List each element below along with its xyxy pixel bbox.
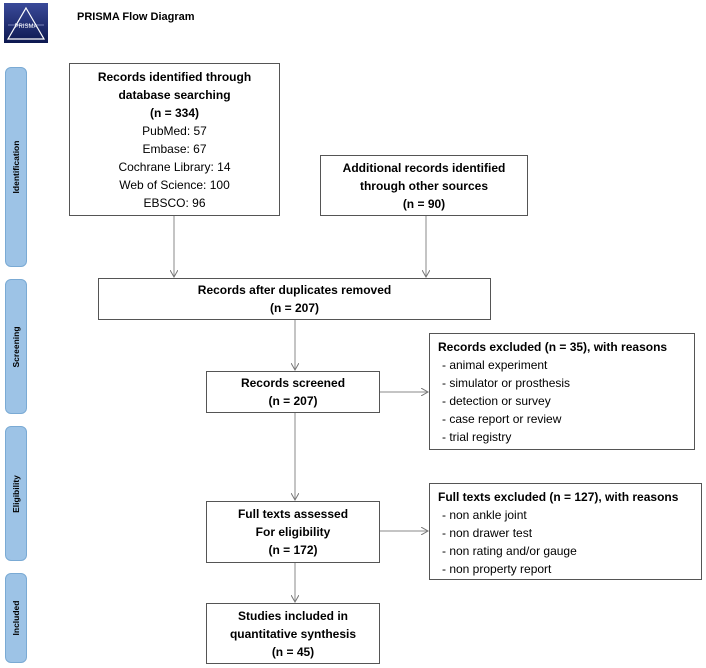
exclusion-reason: - trial registry — [442, 430, 512, 444]
exclusion-reason: - non drawer test — [442, 526, 533, 540]
page-title: PRISMA Flow Diagram — [77, 11, 195, 23]
box-count: (n = 90) — [402, 196, 446, 211]
duplicates-removed-box: Records after duplicates removed (n = 20… — [98, 278, 491, 320]
box-title: Records after duplicates removed — [197, 283, 392, 297]
box-count: (n = 172) — [268, 543, 318, 557]
fulltext-excluded-box: Full texts excluded (n = 127), with reas… — [429, 483, 702, 580]
box-title: Additional records identified — [342, 160, 506, 175]
exclusion-reason: - non rating and/or gauge — [442, 544, 577, 558]
prisma-logo: PRISMA — [4, 3, 48, 43]
exclusion-reason: - detection or survey — [442, 394, 551, 408]
box-title: Records excluded (n = 35), with reasons — [438, 340, 668, 354]
exclusion-reason: - simulator or prosthesis — [442, 376, 571, 390]
exclusion-reason: - case report or review — [442, 412, 562, 426]
box-title: through other sources — [359, 178, 488, 193]
box-title: For eligibility — [255, 525, 331, 539]
box-title: Full texts excluded (n = 127), with reas… — [438, 490, 679, 504]
phase-included: Included — [5, 573, 27, 663]
phase-eligibility: Eligibility — [5, 426, 27, 561]
exclusion-reason: - non ankle joint — [442, 508, 527, 522]
box-count: (n = 334) — [149, 105, 200, 120]
box-title: Records screened — [240, 376, 346, 390]
box-title: Full texts assessed — [237, 507, 349, 521]
box-title: Records identified through — [97, 69, 252, 84]
svg-text:PRISMA: PRISMA — [14, 24, 37, 30]
exclusion-reason: - animal experiment — [442, 358, 548, 372]
source-item: Cochrane Library: 14 — [118, 159, 231, 174]
phase-screening: Screening — [5, 279, 27, 414]
fulltext-assessed-box: Full texts assessed For eligibility (n =… — [206, 501, 380, 563]
source-item: EBSCO: 96 — [143, 195, 206, 210]
box-count: (n = 45) — [271, 644, 315, 659]
source-item: Web of Science: 100 — [119, 177, 230, 192]
records-excluded-box: Records excluded (n = 35), with reasons … — [429, 333, 695, 450]
studies-included-box: Studies included in quantitative synthes… — [206, 603, 380, 664]
records-screened-box: Records screened (n = 207) — [206, 371, 380, 413]
source-item: PubMed: 57 — [142, 123, 207, 138]
box-title: database searching — [118, 87, 231, 102]
box-title: quantitative synthesis — [229, 626, 357, 641]
phase-identification: Identification — [5, 67, 27, 267]
additional-records-box: Additional records identified through ot… — [320, 155, 528, 216]
box-count: (n = 207) — [269, 301, 320, 315]
box-count: (n = 207) — [268, 394, 318, 408]
source-item: Embase: 67 — [142, 141, 207, 156]
records-identified-box: Records identified through database sear… — [69, 63, 280, 216]
box-title: Studies included in — [237, 608, 348, 623]
exclusion-reason: - non property report — [442, 562, 552, 576]
